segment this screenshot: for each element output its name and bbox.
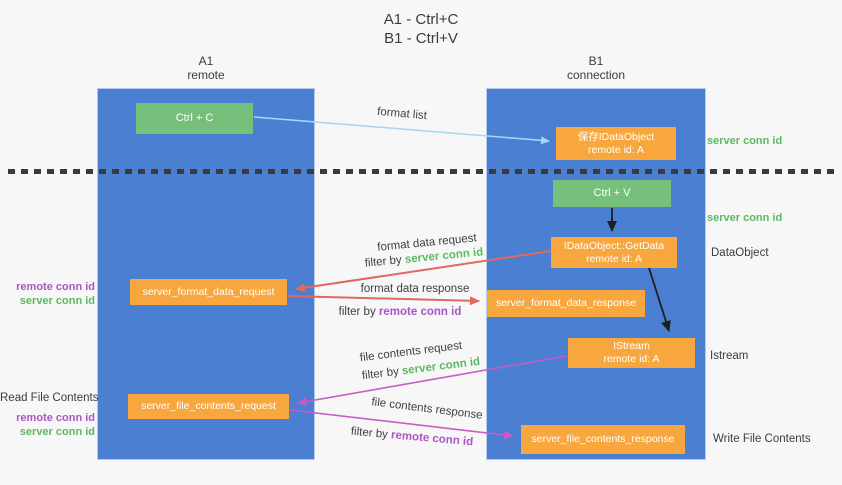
annotation-file-remote-conn-id: remote conn id: [16, 412, 95, 424]
node-save-idataobject-line2: remote id: A: [587, 143, 645, 156]
annotation-request-server-conn-id: server conn id: [19, 295, 95, 307]
file-contents-response-filter-label: filter by remote conn id: [350, 425, 474, 449]
annotation-save-server-conn-id: server conn id: [707, 135, 783, 147]
node-server-file-contents-request: server_file_contents_request: [128, 394, 289, 419]
file-contents-response-label: file contents response: [370, 396, 484, 422]
annotation-write-file-contents: Write File Contents: [713, 433, 811, 445]
node-getdata-line1: IDataObject::GetData: [563, 239, 665, 252]
annotation-file-server-conn-id: server conn id: [19, 426, 95, 438]
column-header-a1: A1 remote: [106, 54, 306, 82]
node-format-request-label: server_format_data_request: [142, 285, 275, 298]
diagram-title: A1 - Ctrl+C B1 - Ctrl+V: [0, 10, 842, 48]
node-ctrl-c-label: Ctrl + C: [175, 112, 214, 124]
node-getdata-line2: remote id: A: [585, 252, 643, 265]
annotation-request-remote-conn-id: remote conn id: [16, 281, 95, 293]
node-ctrl-v-label: Ctrl + V: [593, 187, 631, 199]
node-istream-line2: remote id: A: [603, 353, 660, 365]
title-line-2: B1 - Ctrl+V: [384, 30, 458, 47]
node-save-idataobject: 保存IDataObject remote id: A: [556, 127, 676, 160]
annotation-group-format-request: remote conn id server conn id: [0, 280, 95, 308]
node-ctrl-c: Ctrl + C: [136, 103, 253, 134]
node-server-format-data-request: server_format_data_request: [130, 279, 287, 305]
node-save-idataobject-line1: 保存IDataObject: [577, 130, 655, 143]
title-line-1: A1 - Ctrl+C: [383, 11, 459, 28]
format-data-response-arrow: [287, 295, 480, 306]
column-a1-name: A1: [198, 54, 214, 68]
node-file-response-label: server_file_contents_response: [531, 433, 675, 445]
annotation-ctrlv-server-conn-id: server conn id: [707, 212, 783, 224]
column-header-b1: B1 connection: [496, 54, 696, 82]
annotation-dataobject: DataObject: [711, 247, 769, 259]
node-ctrl-v: Ctrl + V: [553, 180, 671, 207]
format-data-response-filter-label: filter by remote conn id: [338, 306, 462, 318]
node-server-format-data-response: server_format_data_response: [487, 290, 645, 317]
node-format-response-label: server_format_data_response: [495, 297, 637, 309]
node-file-request-label: server_file_contents_request: [141, 400, 276, 412]
annotation-istream: Istream: [710, 350, 749, 362]
format-data-response-label: format data response: [360, 283, 470, 295]
column-b1-name: B1: [588, 54, 604, 68]
column-a1-role: remote: [187, 68, 225, 82]
node-istream-line1: IStream: [613, 340, 650, 352]
annotation-read-file-contents: Read File Contents: [0, 392, 99, 404]
column-b1-role: connection: [566, 68, 626, 82]
node-istream: IStream remote id: A: [568, 338, 695, 368]
node-idataobject-getdata: IDataObject::GetData remote id: A: [551, 237, 677, 268]
annotation-group-file-request: remote conn id server conn id: [0, 411, 95, 439]
node-server-file-contents-response: server_file_contents_response: [521, 425, 685, 454]
format-list-label: format list: [376, 105, 428, 123]
machine-boundary-dotted-line: [8, 169, 835, 174]
